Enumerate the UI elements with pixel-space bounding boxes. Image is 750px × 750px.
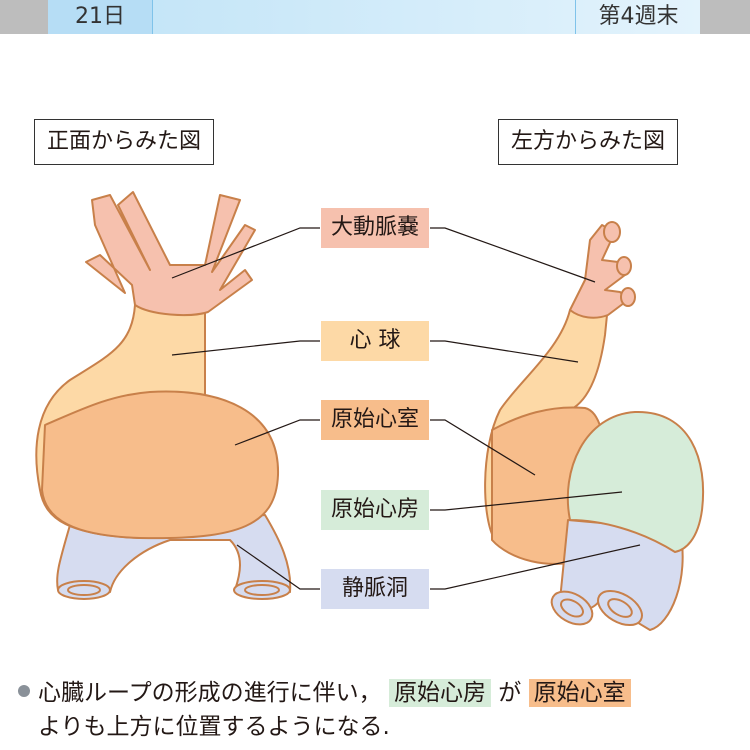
highlight-atrium: 原始心房 xyxy=(388,679,491,707)
front-view-title: 正面からみた図 xyxy=(34,119,215,165)
label-primitive-ventricle: 原始心室 xyxy=(321,400,429,440)
bullet-icon xyxy=(18,685,30,697)
header-band xyxy=(48,0,700,34)
highlight-ventricle: 原始心室 xyxy=(528,679,631,707)
label-sinus-venosus: 静脈洞 xyxy=(321,569,429,609)
front-primitive-ventricle xyxy=(41,390,280,540)
note: 心臓ループの形成の進行に伴い， 原始心房 が 原始心室 よりも上方に位置するよう… xyxy=(18,676,631,744)
label-bulbus-cordis: 心 球 xyxy=(321,321,429,361)
left-view-title: 左方からみた図 xyxy=(498,119,679,165)
day-label: 21日 xyxy=(48,0,153,34)
leader-lines xyxy=(171,227,641,590)
week-label: 第4週末 xyxy=(575,0,701,34)
left-primitive-atrium xyxy=(566,410,705,553)
label-primitive-atrium: 原始心房 xyxy=(321,490,429,530)
front-aortic-sac xyxy=(85,191,256,317)
label-aortic-sac: 大動脈嚢 xyxy=(321,208,429,248)
